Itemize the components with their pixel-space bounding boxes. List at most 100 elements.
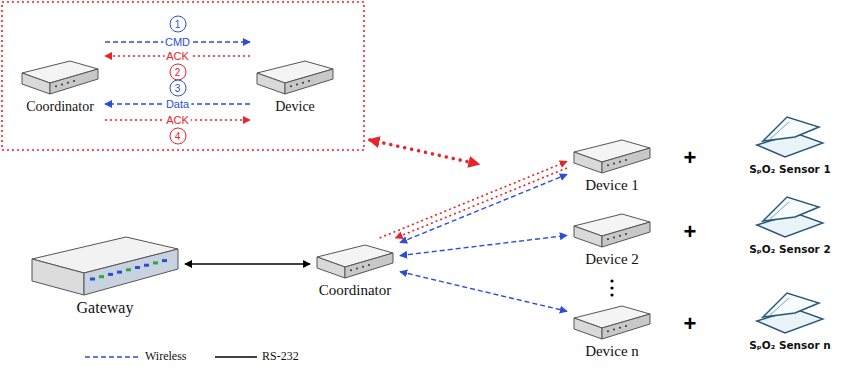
device-led xyxy=(625,233,627,235)
sensor-edge xyxy=(769,122,789,140)
device-side xyxy=(602,148,650,173)
device-icon xyxy=(20,57,100,97)
device-led xyxy=(368,264,370,266)
device-led xyxy=(290,85,292,87)
node-label: Device 2 xyxy=(585,251,639,268)
gateway-led xyxy=(90,278,95,281)
node-label: SₚO₂ Sensor n xyxy=(749,339,831,351)
inset-pointer xyxy=(370,140,478,164)
gateway-led xyxy=(108,273,113,276)
edge-label: CMD xyxy=(163,36,192,48)
edge-label: Data xyxy=(164,98,191,110)
edge-label: ACK xyxy=(164,50,191,62)
spo2-sensor-icon xyxy=(755,289,825,335)
device-led xyxy=(619,327,621,329)
gateway-led xyxy=(153,261,158,264)
device-icon xyxy=(572,210,652,250)
legend-text: RS-232 xyxy=(262,350,299,364)
ellipsis-dot xyxy=(610,286,613,289)
sensor-lid xyxy=(763,197,819,221)
node-label: SₚO₂ Sensor 1 xyxy=(749,163,831,175)
device-led xyxy=(625,159,627,161)
wireless-link xyxy=(400,174,567,242)
node-label: Coordinator xyxy=(26,99,94,115)
legend-sample xyxy=(215,352,257,362)
inset-frame xyxy=(2,2,364,150)
plus-sign: + xyxy=(684,145,697,171)
sensor-edge xyxy=(769,298,789,316)
node-label: Device 1 xyxy=(585,177,639,194)
node-label: SₚO₂ Sensor 2 xyxy=(749,243,831,255)
device-side xyxy=(345,253,393,278)
device-led xyxy=(607,164,609,166)
device-led xyxy=(607,238,609,240)
serial-link xyxy=(185,263,310,264)
coordinator-node: Coordinator xyxy=(310,238,400,302)
device-led xyxy=(613,237,615,239)
legend-item: Wireless xyxy=(85,350,187,364)
device-led xyxy=(296,84,298,86)
step-number: 4 xyxy=(169,128,186,145)
device-front xyxy=(22,73,50,94)
device-led xyxy=(302,82,304,84)
legend-text: Wireless xyxy=(145,350,187,364)
plus-sign: + xyxy=(684,219,697,245)
device-icon xyxy=(572,302,652,342)
device-side xyxy=(285,69,333,94)
node-label: Coordinator xyxy=(319,282,392,299)
node-label: Device n xyxy=(585,343,639,360)
device-led xyxy=(613,163,615,165)
device-icon xyxy=(315,241,395,281)
coordinator-node: Coordinator xyxy=(15,36,105,146)
ellipsis-dot xyxy=(610,293,613,296)
gateway-led xyxy=(117,271,122,274)
legend-line xyxy=(215,356,257,358)
node-label: Device xyxy=(275,99,315,115)
gateway-side xyxy=(84,249,178,295)
ellipsis-dot xyxy=(610,279,613,282)
device-led xyxy=(67,82,69,84)
device-front xyxy=(574,152,602,173)
sensor-node: SₚO₂ Sensor 1 xyxy=(744,110,836,180)
device-led xyxy=(619,161,621,163)
gateway-led xyxy=(126,268,131,271)
plus-sign: + xyxy=(684,311,697,337)
device-led xyxy=(73,80,75,82)
device-led xyxy=(55,85,57,87)
step-number: 2 xyxy=(169,64,186,81)
sensor-lid xyxy=(763,293,819,317)
gateway-led xyxy=(99,275,104,278)
device-side xyxy=(602,222,650,247)
legend-sample xyxy=(85,352,140,362)
gateway-led xyxy=(144,264,149,267)
device-led xyxy=(613,329,615,331)
sensor-edge xyxy=(769,202,789,220)
sensor-node: SₚO₂ Sensor 2 xyxy=(744,190,836,260)
device-led xyxy=(625,325,627,327)
gateway-front xyxy=(32,259,84,295)
gateway-led xyxy=(135,266,140,269)
wireless-link xyxy=(395,168,567,238)
spo2-sensor-icon xyxy=(755,113,825,159)
device-led xyxy=(356,268,358,270)
edge-label: ACK xyxy=(164,114,191,126)
device-side xyxy=(50,69,98,94)
device-node: Device 1 xyxy=(567,133,657,197)
device-led xyxy=(61,84,63,86)
device-node: Device n xyxy=(567,299,657,363)
device-side xyxy=(602,314,650,339)
device-led xyxy=(362,266,364,268)
wireless-link xyxy=(400,235,567,255)
device-front xyxy=(317,257,345,278)
device-led xyxy=(308,80,310,82)
gateway-icon xyxy=(30,233,180,299)
device-icon xyxy=(255,57,335,97)
node-label: Gateway xyxy=(77,299,134,317)
step-number: 1 xyxy=(169,16,186,33)
device-led xyxy=(619,235,621,237)
legend-line xyxy=(85,356,140,358)
device-node: Device 2 xyxy=(567,207,657,271)
sensor-node: SₚO₂ Sensor n xyxy=(744,286,836,356)
